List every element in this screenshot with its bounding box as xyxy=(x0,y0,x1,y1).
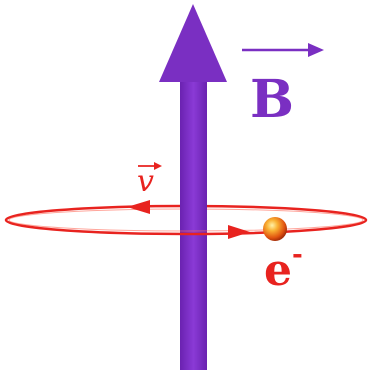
particle-label: e xyxy=(264,245,292,296)
particle-label-group: e - xyxy=(264,240,303,296)
orbit-front-arrowhead xyxy=(228,225,250,239)
field-arrow xyxy=(159,4,227,370)
velocity-label-group: v xyxy=(137,162,162,199)
orbit-back-arrowhead xyxy=(127,200,150,214)
field-label-group: B xyxy=(242,43,324,130)
field-arrow-shaft xyxy=(180,70,207,370)
field-arrow-head xyxy=(159,4,227,82)
orbit-front xyxy=(4,219,368,239)
electron-ball xyxy=(263,217,287,241)
velocity-label-vector-arrow xyxy=(154,162,162,170)
field-label: B xyxy=(250,69,294,130)
velocity-label: v xyxy=(137,164,154,199)
field-label-vector-arrow xyxy=(308,43,324,57)
particle-charge-label: - xyxy=(292,240,303,270)
